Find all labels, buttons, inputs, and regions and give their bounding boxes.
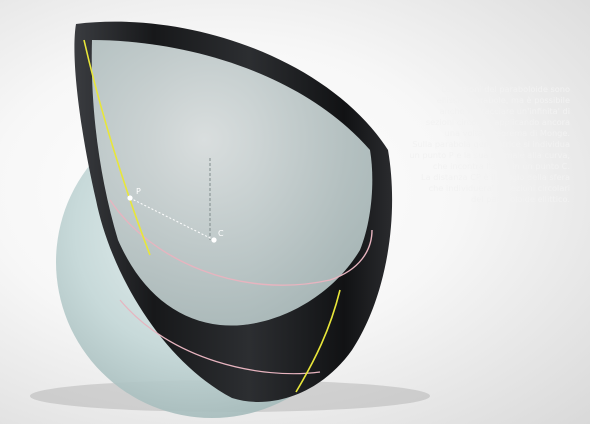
caption-line: anche rintracciare un'infinita' di bbox=[439, 106, 570, 116]
caption-line: che individuera' le sezioni circolari bbox=[428, 183, 570, 193]
caption-line: ellissi e parabole, ma è possibile bbox=[436, 95, 570, 105]
caption-line: Sulla parabola generatrice si individua bbox=[412, 139, 570, 149]
circular-section-lower bbox=[119, 299, 321, 375]
point-p-marker bbox=[127, 195, 133, 201]
caption-text: Le sezioni del paraboloide sono ellissi … bbox=[380, 84, 570, 205]
caption-line: La distanza CP è il raggio della sfera bbox=[421, 172, 570, 182]
generating-parabola-left bbox=[83, 39, 151, 256]
point-c-marker bbox=[211, 237, 217, 243]
point-c-label: C bbox=[218, 229, 224, 238]
caption-line: sezioni circolari, applicando ancora bbox=[425, 117, 570, 127]
caption-line: un punto P e la sua normale alla curva, bbox=[409, 150, 570, 160]
paraboloid-interior bbox=[91, 40, 373, 326]
generating-parabola-right bbox=[295, 289, 341, 393]
circular-section-upper bbox=[109, 199, 373, 286]
point-p-label: P bbox=[136, 187, 141, 196]
caption-line: del paraboloide ellittico. bbox=[471, 194, 570, 204]
caption-line: che incontra l'asse in un punto C. bbox=[432, 161, 570, 171]
caption-line: Le sezioni del paraboloide sono bbox=[441, 84, 570, 94]
caption-line: una volta il teorema di Monge. bbox=[444, 128, 570, 138]
